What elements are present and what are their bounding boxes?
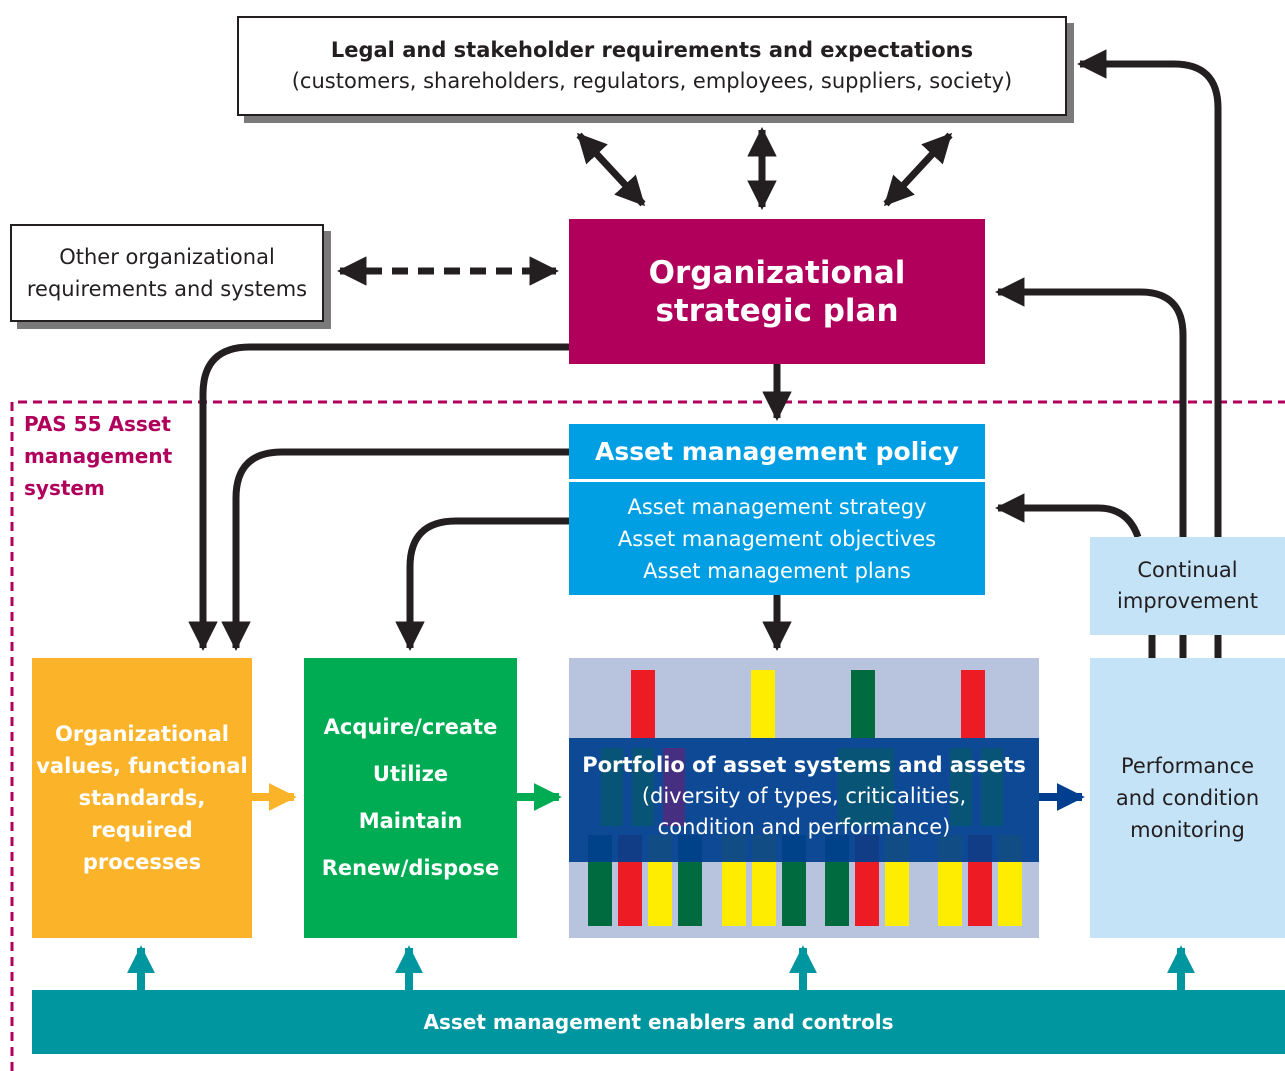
values-line: processes — [82, 850, 202, 874]
policy-title-box: Asset management policy — [569, 424, 985, 479]
continual-improvement-box: Continual improvement — [1090, 537, 1285, 635]
policy-item-objectives: Asset management objectives — [617, 526, 937, 551]
portfolio-bar — [751, 670, 775, 738]
pas55-boundary — [10, 400, 1285, 1071]
portfolio-bar — [631, 670, 655, 738]
values-box: Organizational values, functional standa… — [32, 658, 252, 938]
lifecycle-acquire: Acquire/create — [323, 715, 498, 739]
arrow-legal-strategic-left — [576, 132, 646, 207]
portfolio-title: Portfolio of asset systems and assets — [582, 753, 1026, 777]
lifecycle-utilize: Utilize — [372, 762, 449, 786]
enablers-label: Asset management enablers and controls — [423, 1010, 894, 1034]
lifecycle-maintain: Maintain — [358, 809, 463, 833]
values-line: Organizational — [55, 722, 229, 746]
policy-title: Asset management policy — [595, 437, 959, 466]
enablers-bar: Asset management enablers and controls — [32, 990, 1285, 1054]
pas55-label-line1: PAS 55 Asset — [24, 412, 171, 436]
pas55-label: PAS 55 Asset management system — [24, 408, 194, 504]
legal-requirements-box: Legal and stakeholder requirements and e… — [237, 16, 1067, 116]
portfolio-bar — [961, 670, 985, 738]
pas55-label-line3: system — [24, 476, 105, 500]
legal-requirements-subtitle: (customers, shareholders, regulators, em… — [291, 69, 1013, 93]
values-line: standards, — [78, 786, 206, 810]
other-systems-box: Other organizational requirements and sy… — [10, 224, 324, 322]
portfolio-bar — [851, 670, 875, 738]
policy-item-plans: Asset management plans — [643, 558, 911, 583]
arrow-ci-strategic — [995, 277, 1187, 537]
other-systems-line1: Other organizational — [59, 245, 275, 269]
legal-requirements-title: Legal and stakeholder requirements and e… — [330, 38, 974, 62]
other-systems-line2: requirements and systems — [26, 277, 308, 301]
arrow-ci-legal — [1077, 49, 1222, 537]
portfolio-band — [569, 738, 1039, 862]
continual-improvement-line2: improvement — [1117, 589, 1258, 613]
performance-line: and condition — [1115, 786, 1260, 810]
values-line: required — [91, 818, 193, 842]
arrow-policy-values — [221, 448, 569, 651]
values-line: values, functional — [36, 754, 248, 778]
strategic-plan-box: Organizational strategic plan — [569, 219, 985, 364]
strategic-plan-line2: strategic plan — [655, 292, 899, 329]
arrow-legal-strategic-right — [883, 132, 953, 207]
continual-improvement-line1: Continual — [1137, 558, 1238, 582]
policy-items-box: Asset management strategy Asset manageme… — [569, 482, 985, 595]
arrow-strategic-values — [188, 343, 569, 651]
lifecycle-renew: Renew/dispose — [321, 856, 500, 880]
policy-item-strategy: Asset management strategy — [627, 494, 927, 519]
portfolio-line3: condition and performance) — [657, 815, 951, 839]
portfolio-graphic — [569, 658, 1039, 938]
performance-box: Performance and condition monitoring — [1090, 658, 1285, 938]
performance-line: monitoring — [1130, 818, 1245, 842]
arrow-ci-strategy — [995, 493, 1142, 539]
portfolio-line2: (diversity of types, criticalities, — [641, 784, 967, 808]
arrow-objectives-lifecycle — [395, 517, 569, 651]
lifecycle-box: Acquire/create Utilize Maintain Renew/di… — [304, 658, 517, 938]
pas55-label-line2: management — [24, 444, 173, 468]
performance-line: Performance — [1120, 754, 1255, 778]
portfolio-label: Portfolio of asset systems and assets (d… — [569, 750, 1039, 843]
strategic-plan-line1: Organizational — [648, 254, 906, 291]
